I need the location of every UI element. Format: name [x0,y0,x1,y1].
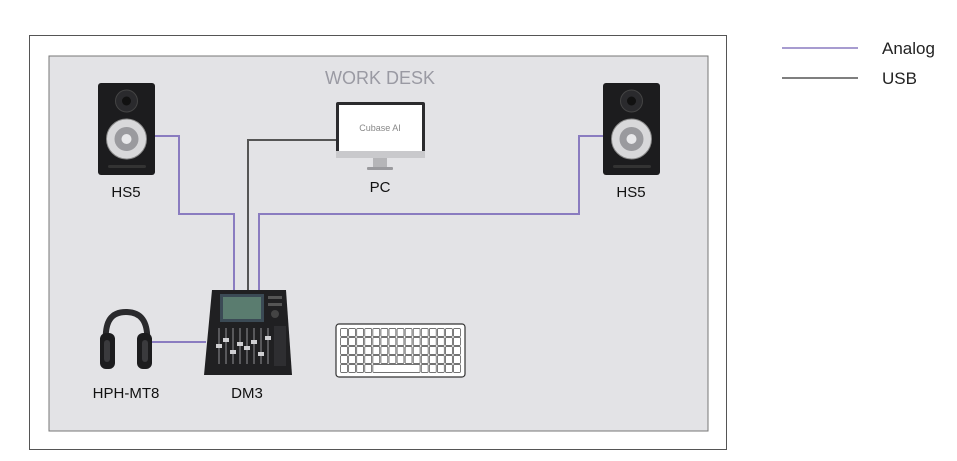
headphones-label: HPH-MT8 [93,385,160,402]
legend-label-usb: USB [882,69,917,88]
keyboard-key [428,364,437,373]
analog-cable-right-speaker [258,135,603,292]
keyboard-key [388,346,397,355]
keyboard-key [437,328,445,337]
keyboard-key [412,328,421,337]
keyboard-key [412,337,421,346]
keyboard-key [420,364,429,373]
keyboard-key [372,355,381,364]
keyboard-key [412,346,421,355]
usb-cable-pc [247,139,336,292]
keyboard-key [404,337,413,346]
keyboard-key [404,355,413,364]
digital-mixer-icon [204,290,292,375]
keyboard-key [356,328,364,337]
keyboard-key [388,337,397,346]
keyboard-key [445,346,453,355]
studio-monitor-left-icon [98,83,155,175]
keyboard-key [340,337,348,346]
keyboard-key [404,346,413,355]
keyboard-key [453,328,461,337]
keyboard-key [364,346,373,355]
keyboard-key [340,355,348,364]
keyboard-key [420,355,429,364]
keyboard-key [420,328,429,337]
keyboard-key [380,346,389,355]
keyboard-key [356,337,364,346]
keyboard-key [428,355,437,364]
keyboard-key [348,364,356,373]
keyboard-key [356,364,364,373]
keyboard-key [380,355,389,364]
cables [150,135,603,343]
speaker-left-label: HS5 [111,184,140,201]
keyboard-key [372,346,381,355]
pc-screen-text: Cubase AI [359,123,401,133]
keyboard-key [420,346,429,355]
keyboard-key [348,355,356,364]
keyboard-key [348,346,356,355]
legend: Analog USB [782,39,935,88]
keyboard-key [364,355,373,364]
keyboard-key [453,346,461,355]
keyboard-key [364,364,373,373]
keyboard-key [364,328,373,337]
keyboard-key [388,328,397,337]
keyboard-key [356,355,364,364]
keyboard-key [340,328,348,337]
speaker-right-label: HS5 [616,184,645,201]
headphones-icon [100,308,152,369]
keyboard-key [437,337,445,346]
keyboard-key [453,355,461,364]
keyboard-key [437,346,445,355]
keyboard-key [428,337,437,346]
keyboard-key [396,355,405,364]
desk-title: WORK DESK [325,68,435,88]
keyboard-key [437,355,445,364]
keyboard-key [453,337,461,346]
keyboard-key [356,346,364,355]
keyboard-key [388,355,397,364]
keyboard-key [364,337,373,346]
keyboard-key [372,328,381,337]
keyboard-key [445,328,453,337]
mixer-label: DM3 [231,385,263,402]
keyboard-key [348,337,356,346]
keyboard-key [372,337,381,346]
keyboard-key [420,337,429,346]
keyboard-key [396,328,405,337]
analog-cable-left-speaker [154,135,235,292]
keyboard-key [445,364,453,373]
keyboard-key [445,337,453,346]
keyboard-key [396,337,405,346]
keyboard-key [412,355,421,364]
keyboard-key [340,346,348,355]
studio-monitor-right-icon [603,83,660,175]
keyboard-key [348,328,356,337]
keyboard-key [428,328,437,337]
keyboard-key [404,328,413,337]
legend-label-analog: Analog [882,39,935,58]
keyboard-key [428,346,437,355]
keyboard-key [453,364,461,373]
keyboard-key [396,346,405,355]
pc-label: PC [370,179,391,196]
computer-keyboard-icon [335,323,466,378]
keyboard-key [380,328,389,337]
keyboard-key [445,355,453,364]
keyboard-key [437,364,445,373]
keyboard-key [380,337,389,346]
keyboard-key [340,364,348,373]
desktop-computer-icon [336,102,425,170]
keyboard-spacebar [372,364,421,373]
